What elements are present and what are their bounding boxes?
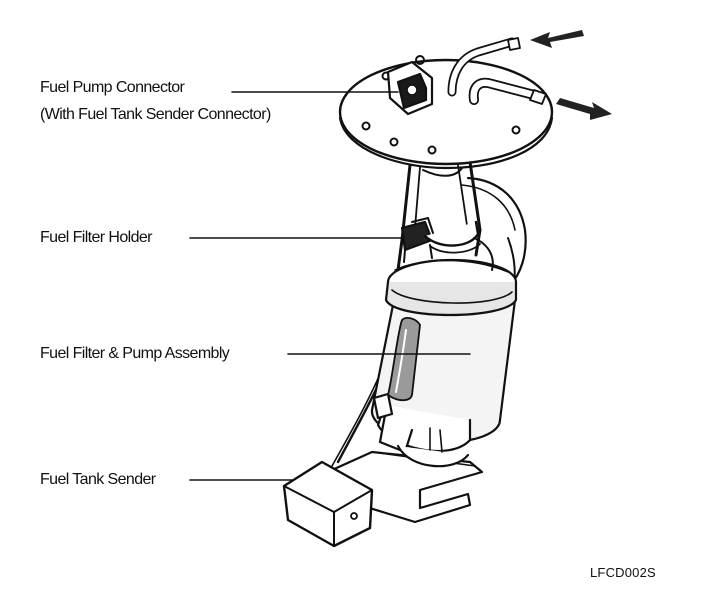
pump-canister — [370, 258, 518, 468]
leader-lines — [189, 91, 471, 481]
support-struts — [396, 160, 527, 287]
label-fuel-tank-sender-connector: (With Fuel Tank Sender Connector) — [40, 106, 271, 123]
label-fuel-filter-holder: Fuel Filter Holder — [40, 229, 153, 246]
arrow-out-icon — [556, 98, 612, 120]
top-flange — [338, 55, 554, 170]
label-fuel-filter-pump-assembly: Fuel Filter & Pump Assembly — [40, 345, 230, 362]
label-fuel-tank-sender: Fuel Tank Sender — [40, 471, 156, 488]
fuel-line-pipes — [447, 37, 547, 105]
flow-arrows — [530, 30, 612, 120]
label-fuel-pump-connector: Fuel Pump Connector — [40, 79, 185, 96]
sender-unit — [282, 460, 374, 548]
pump-connector — [386, 60, 434, 116]
filter-holder-clip — [400, 217, 494, 271]
arrow-in-icon — [530, 30, 584, 48]
figure-code: LFCD002S — [590, 565, 656, 580]
